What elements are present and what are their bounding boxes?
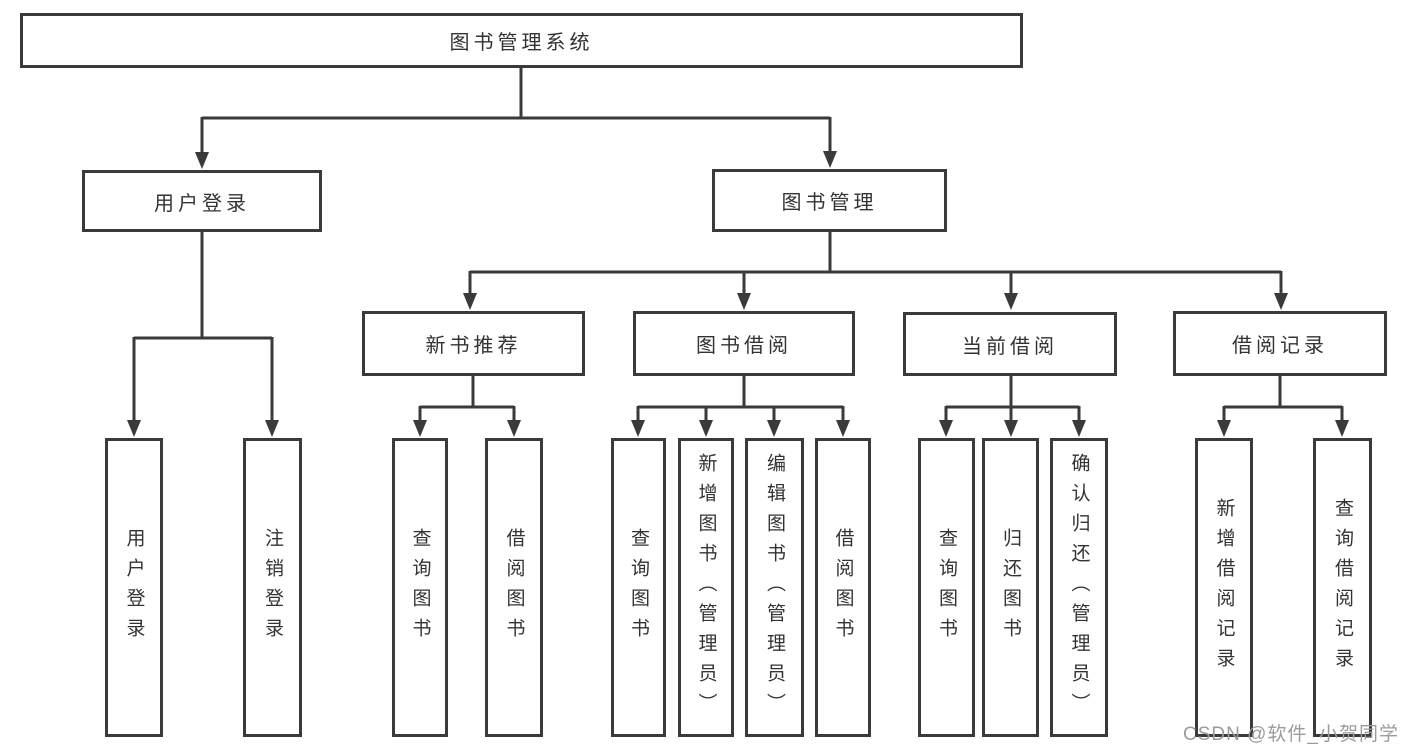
leaf-label: 确认归还（管理员） bbox=[1068, 452, 1090, 723]
leaf-label: 查询借阅记录 bbox=[1332, 497, 1353, 678]
arrowhead-down-icon bbox=[767, 420, 781, 437]
connector-line bbox=[200, 68, 832, 152]
leaf-user-login: 用户登录 bbox=[105, 438, 163, 737]
node-user-login: 用户登录 bbox=[82, 170, 322, 232]
leaf-label: 新增借阅记录 bbox=[1213, 497, 1235, 678]
leaf-label: 用户登录 bbox=[123, 527, 145, 648]
arrowhead-down-icon bbox=[127, 420, 141, 437]
connector-line bbox=[944, 376, 1081, 421]
arrowhead-down-icon bbox=[1004, 420, 1018, 437]
leaf-label: 查询图书 bbox=[628, 527, 649, 648]
leaf-label: 注销登录 bbox=[262, 527, 283, 648]
csdn-watermark: CSDN @软件_小贺同学 bbox=[1183, 724, 1399, 745]
leaf-label: 查询图书 bbox=[936, 527, 957, 648]
leaf-label: 编辑图书（管理员） bbox=[764, 452, 785, 723]
arrowhead-down-icon bbox=[1335, 420, 1349, 437]
leaf-label: 归还图书 bbox=[1000, 527, 1021, 648]
arrowhead-down-icon bbox=[836, 420, 850, 437]
node-label: 新书推荐 bbox=[425, 335, 522, 357]
leaf-add-books-admin: 新增图书（管理员） bbox=[678, 438, 734, 737]
node-label: 图书管理 bbox=[781, 192, 878, 214]
leaf-borrow-books-borrowing: 借阅图书 bbox=[815, 438, 871, 737]
leaf-borrow-books-newbook: 借阅图书 bbox=[485, 438, 543, 737]
connector-line bbox=[132, 232, 274, 421]
node-label: 用户登录 bbox=[154, 192, 250, 215]
leaf-label: 借阅图书 bbox=[832, 527, 854, 648]
arrowhead-down-icon bbox=[939, 420, 953, 437]
connector-line bbox=[468, 232, 1283, 294]
node-label: 图书借阅 bbox=[696, 335, 792, 357]
arrowhead-down-icon bbox=[463, 293, 477, 310]
node-book-borrowing: 图书借阅 bbox=[633, 311, 855, 376]
leaf-logout: 注销登录 bbox=[243, 438, 302, 737]
arrowhead-down-icon bbox=[699, 420, 713, 437]
leaf-edit-books-admin: 编辑图书（管理员） bbox=[745, 438, 804, 737]
node-library-management-system: 图书管理系统 bbox=[20, 13, 1023, 68]
leaf-label: 新增图书（管理员） bbox=[695, 452, 717, 723]
leaf-return-books: 归还图书 bbox=[982, 438, 1039, 737]
node-label: 图书管理系统 bbox=[449, 32, 594, 54]
arrowhead-down-icon bbox=[265, 420, 279, 437]
leaf-label: 借阅图书 bbox=[503, 527, 525, 648]
arrowhead-down-icon bbox=[195, 152, 209, 169]
leaf-query-books-borrowing: 查询图书 bbox=[611, 438, 666, 737]
leaf-query-books-current: 查询图书 bbox=[918, 438, 975, 737]
node-current-borrowing: 当前借阅 bbox=[903, 312, 1117, 376]
arrowhead-down-icon bbox=[737, 293, 751, 310]
leaf-query-books-newbook: 查询图书 bbox=[392, 438, 448, 737]
leaf-confirm-return-admin: 确认归还（管理员） bbox=[1050, 438, 1108, 737]
node-borrowing-records: 借阅记录 bbox=[1173, 311, 1387, 376]
arrowhead-down-icon bbox=[1004, 293, 1018, 310]
leaf-add-borrow-record: 新增借阅记录 bbox=[1195, 438, 1253, 737]
leaf-label: 查询图书 bbox=[409, 527, 431, 648]
node-new-book-recommendation: 新书推荐 bbox=[362, 311, 585, 376]
connector-line bbox=[418, 376, 516, 421]
node-label: 借阅记录 bbox=[1232, 335, 1328, 357]
arrowhead-down-icon bbox=[413, 420, 427, 437]
leaf-query-borrow-record: 查询借阅记录 bbox=[1313, 438, 1372, 737]
node-book-management: 图书管理 bbox=[712, 169, 947, 232]
node-label: 当前借阅 bbox=[962, 335, 1058, 358]
connector-line bbox=[1222, 376, 1344, 421]
arrowhead-down-icon bbox=[631, 420, 645, 437]
arrowhead-down-icon bbox=[823, 151, 837, 168]
connector-line bbox=[636, 376, 845, 421]
arrowhead-down-icon bbox=[507, 420, 521, 437]
arrowhead-down-icon bbox=[1072, 420, 1086, 437]
arrowhead-down-icon bbox=[1274, 293, 1288, 310]
arrowhead-down-icon bbox=[1217, 420, 1231, 437]
